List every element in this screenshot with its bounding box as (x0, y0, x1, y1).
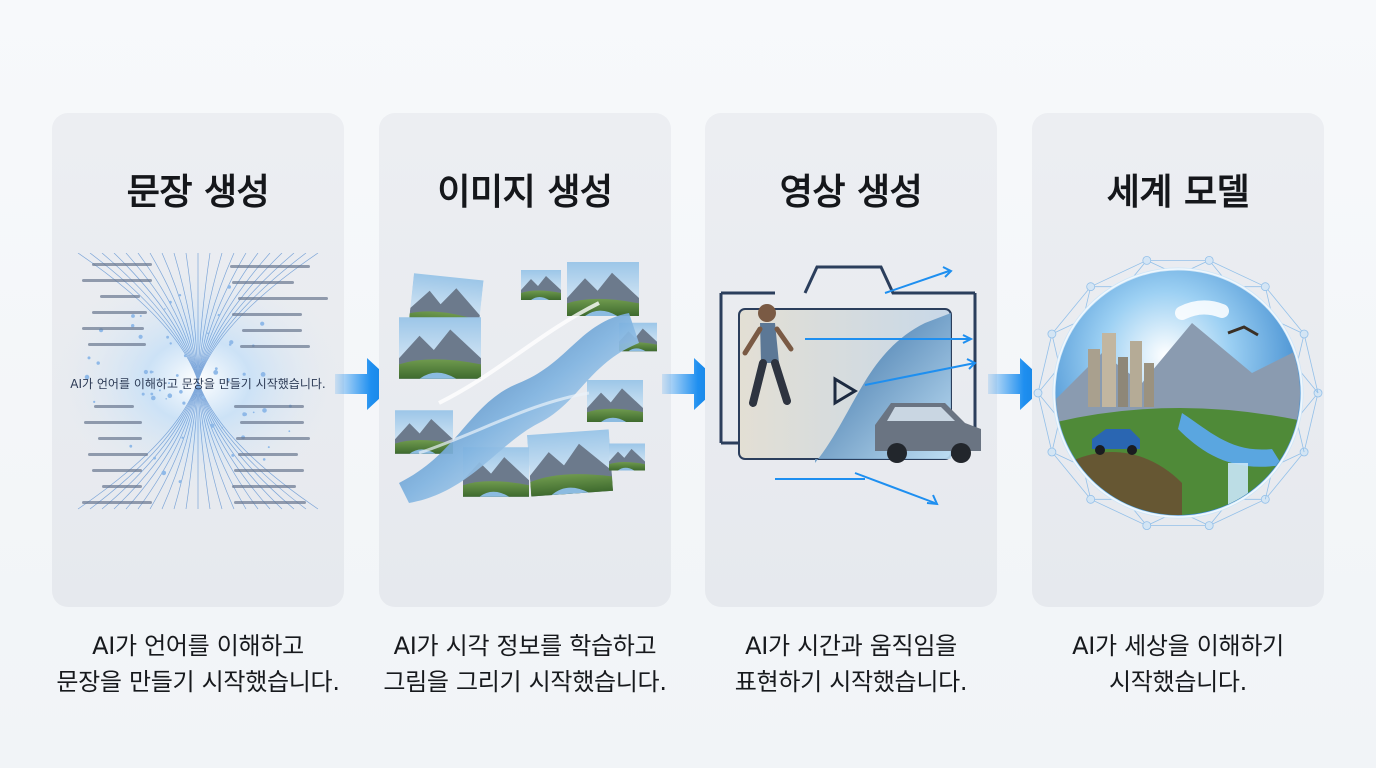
caption-line: 그림을 그리기 시작했습니다. (379, 664, 671, 700)
caption-line: AI가 세상을 이해하기 (1032, 628, 1324, 664)
card-image-generation: 이미지 생성 (379, 113, 671, 607)
caption-text-generation: AI가 언어를 이해하고 문장을 만들기 시작했습니다. (52, 628, 344, 700)
card-title: 문장 생성 (52, 163, 344, 215)
overlay-sentence: AI가 언어를 이해하고 문장을 만들기 시작했습니다. (52, 375, 344, 392)
caption-video-generation: AI가 시간과 움직임을 표현하기 시작했습니다. (705, 628, 997, 700)
caption-line: AI가 시간과 움직임을 (705, 628, 997, 664)
caption-line: AI가 시각 정보를 학습하고 (379, 628, 671, 664)
card-title: 영상 생성 (705, 163, 997, 215)
caption-line: 문장을 만들기 시작했습니다. (52, 664, 344, 700)
card-title: 세계 모델 (1032, 163, 1324, 215)
card-world-model: 세계 모델 (1032, 113, 1324, 607)
caption-line: 시작했습니다. (1032, 664, 1324, 700)
card-title: 이미지 생성 (379, 163, 671, 215)
caption-line: 표현하기 시작했습니다. (705, 664, 997, 700)
card-video-generation: 영상 생성 (705, 113, 997, 607)
text-network-icon (52, 253, 344, 553)
camera-motion-icon (705, 253, 997, 553)
caption-line: AI가 언어를 이해하고 (52, 628, 344, 664)
landscape-collage-icon (379, 253, 671, 553)
caption-image-generation: AI가 시각 정보를 학습하고 그림을 그리기 시작했습니다. (379, 628, 671, 700)
card-text-generation: 문장 생성 (52, 113, 344, 607)
caption-world-model: AI가 세상을 이해하기 시작했습니다. (1032, 628, 1324, 700)
world-globe-icon (1032, 253, 1324, 553)
